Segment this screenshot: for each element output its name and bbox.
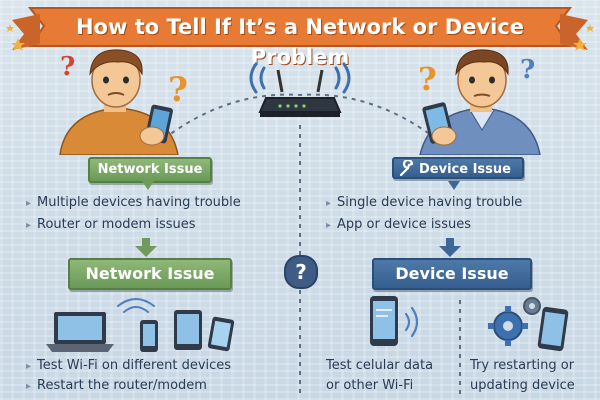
down-arrow-icon (439, 238, 461, 257)
list-item: ▸Test Wi-Fi on different devices (26, 358, 232, 373)
down-arrow-icon (142, 181, 154, 190)
list-item: updating device (470, 378, 575, 393)
person-right-illustration (419, 49, 541, 155)
list-item: ▸App or device issues (326, 217, 471, 232)
network-issue-badge-large: Network Issue (68, 258, 232, 290)
tablet-icon (174, 310, 202, 350)
device-issue-badge-large: Device Issue (372, 258, 532, 290)
phone-icon (537, 306, 569, 352)
star-icon (6, 24, 594, 51)
phone-icon (140, 320, 158, 352)
list-item: ▸Restart the router/modem (26, 378, 207, 393)
router-icon (249, 62, 351, 117)
question-mark: ? (520, 55, 536, 85)
phone-icon (370, 296, 398, 346)
list-item: ▸Router or modem issues (26, 217, 196, 232)
wifi-icon (249, 62, 351, 94)
down-arrow-icon (135, 238, 157, 257)
list-item: Try restarting or (470, 358, 575, 373)
gear-phone-illustration (488, 297, 569, 352)
question-mark: ? (418, 60, 437, 98)
gear-icon (488, 297, 541, 346)
list-item: or other Wi-Fi (326, 378, 414, 393)
phone-icon (207, 316, 235, 352)
devices-illustration (46, 298, 235, 352)
wifi-icon (404, 306, 419, 338)
wifi-icon (117, 298, 155, 313)
wrench-icon (399, 160, 414, 177)
list-item: Test celular data (326, 358, 434, 373)
down-arrow-icon (448, 181, 460, 190)
list-item: ▸Multiple devices having trouble (26, 195, 241, 210)
laptop-icon (46, 312, 114, 352)
center-question-badge: ? (284, 255, 318, 289)
device-issue-badge-small: Device Issue (392, 157, 524, 179)
person-left-illustration (59, 49, 179, 155)
title-banner (6, 7, 594, 51)
page-title: How to Tell If It’s a Network or Device … (75, 15, 525, 69)
question-mark: ? (168, 70, 188, 110)
question-mark: ? (60, 52, 76, 82)
list-item: ▸Single device having trouble (326, 195, 523, 210)
phone-wifi-illustration (370, 296, 419, 346)
